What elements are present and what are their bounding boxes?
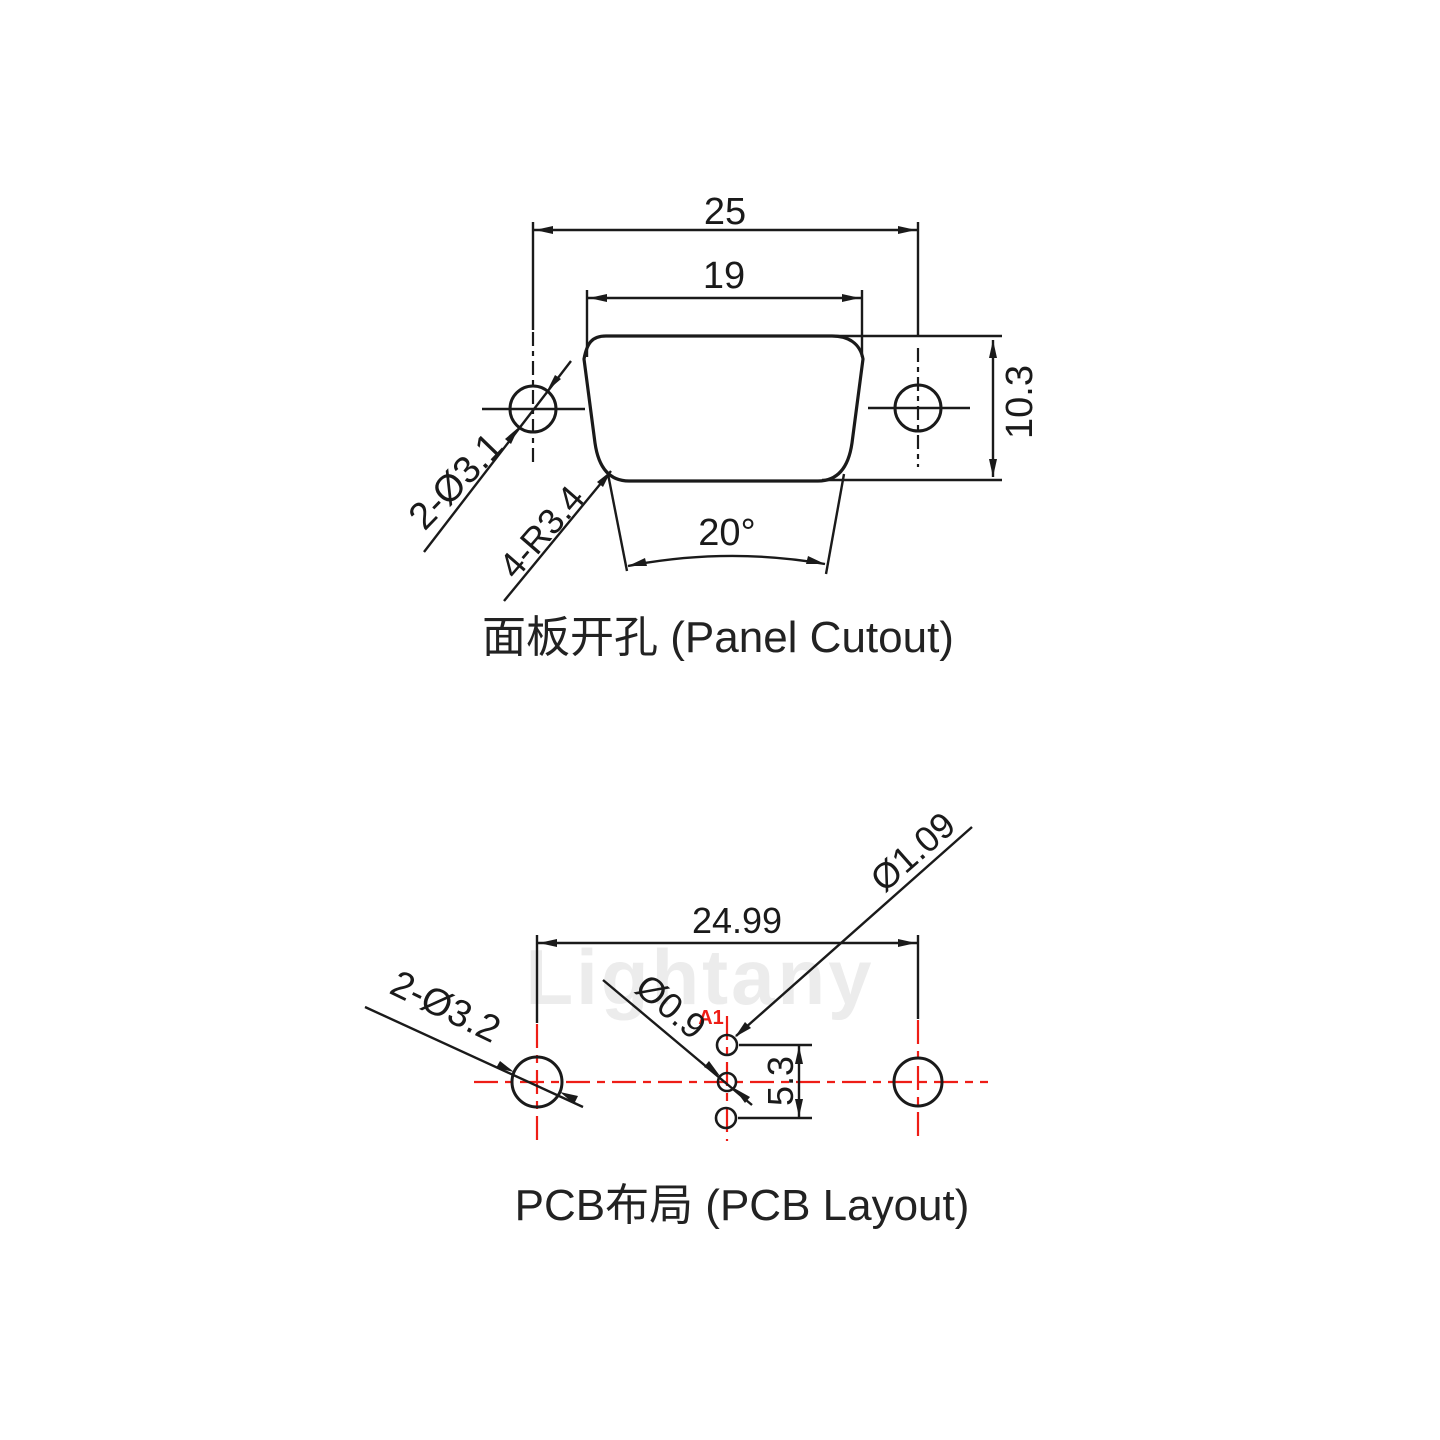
arrowhead bbox=[989, 340, 997, 358]
arrowhead bbox=[496, 1061, 514, 1072]
label-mount-holes-panel-text: 2-Ø3.1 bbox=[401, 425, 512, 538]
watermark-text: Lightany bbox=[526, 933, 875, 1021]
arrowhead bbox=[989, 459, 997, 477]
dim-25-text: 25 bbox=[704, 191, 746, 233]
pin-hole-middle bbox=[716, 1071, 738, 1093]
arrowhead bbox=[560, 1092, 578, 1104]
dim-5-3: 5.3 bbox=[738, 1043, 812, 1120]
label-a1-hole-text: Ø1.09 bbox=[862, 804, 963, 900]
arrowhead bbox=[795, 1046, 803, 1064]
leader-line bbox=[423, 360, 572, 553]
dim-20deg-text: 20° bbox=[698, 512, 755, 554]
dim-19-text: 19 bbox=[703, 255, 745, 297]
arrowhead bbox=[539, 939, 557, 947]
arrowhead bbox=[735, 1022, 751, 1037]
leader-line bbox=[503, 470, 612, 602]
ext-line bbox=[606, 473, 629, 572]
arrowhead bbox=[589, 294, 607, 302]
dim-arc bbox=[627, 554, 826, 568]
leader-line bbox=[735, 826, 973, 1037]
pcb-layout-view: A1 24.99 5.3 2-Ø3.2 bbox=[364, 804, 988, 1230]
arrowhead bbox=[795, 1099, 803, 1117]
pin-hole-bottom bbox=[714, 1106, 738, 1130]
arrowhead bbox=[628, 558, 647, 566]
pcb-mount-hole-left bbox=[510, 1055, 564, 1109]
centerlines bbox=[474, 1016, 988, 1141]
arrowhead bbox=[535, 226, 553, 234]
arrowhead bbox=[898, 226, 916, 234]
ext-line bbox=[824, 473, 846, 575]
arrowhead bbox=[704, 1061, 720, 1076]
pcb-mount-hole-right bbox=[892, 1056, 944, 1108]
panel-mount-hole-right bbox=[868, 348, 970, 467]
dim-24-99-text: 24.99 bbox=[692, 900, 782, 941]
panel-cutout-outline bbox=[582, 334, 865, 483]
arrowhead bbox=[547, 375, 561, 391]
label-corner-radius: 4-R3.4 bbox=[491, 470, 612, 602]
leader-line bbox=[602, 979, 753, 1106]
arrowhead bbox=[898, 939, 916, 947]
arrowhead bbox=[505, 427, 519, 444]
panel-cutout-view: 25 19 10.3 20° bbox=[401, 191, 1041, 662]
label-mount-holes-pcb-text: 2-Ø3.2 bbox=[384, 963, 507, 1052]
dim-10-3: 10.3 bbox=[822, 334, 1041, 482]
panel-cutout-caption: 面板开孔 (Panel Cutout) bbox=[482, 613, 954, 662]
arrowhead bbox=[806, 556, 825, 564]
arrowhead bbox=[734, 1088, 750, 1103]
arrowhead bbox=[842, 294, 860, 302]
pin-a1-label: A1 bbox=[698, 1007, 724, 1029]
dim-5-3-text: 5.3 bbox=[760, 1056, 801, 1106]
dim-10-3-text: 10.3 bbox=[999, 365, 1041, 439]
pin-hole-a1 bbox=[715, 1033, 739, 1057]
dim-25: 25 bbox=[531, 191, 920, 337]
dim-20deg: 20° bbox=[606, 473, 846, 575]
label-corner-radius-text: 4-R3.4 bbox=[491, 478, 593, 586]
leader-line bbox=[364, 1005, 584, 1109]
arrowhead bbox=[597, 471, 611, 487]
dim-24-99: 24.99 bbox=[535, 900, 920, 1023]
dim-19: 19 bbox=[585, 255, 864, 357]
pcb-layout-caption: PCB布局 (PCB Layout) bbox=[515, 1181, 970, 1230]
